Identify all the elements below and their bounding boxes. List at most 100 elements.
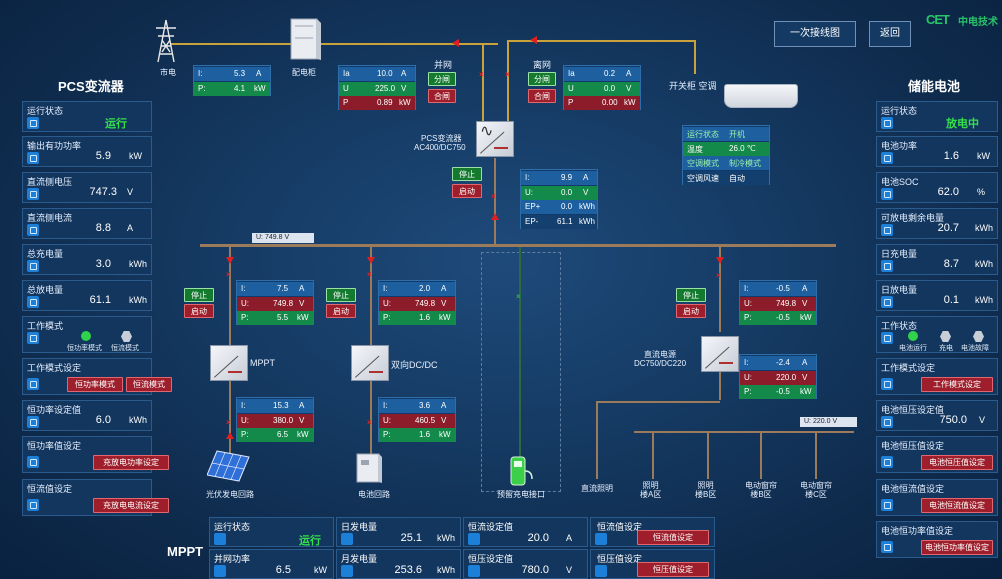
- mppt-start-button[interactable]: 启动: [184, 304, 214, 318]
- bidc-label: 双向DC/DC: [391, 360, 438, 370]
- grid-open-button[interactable]: 分闸: [428, 72, 456, 86]
- mppt-bottom-title: MPPT: [167, 544, 204, 559]
- info-icon: [881, 152, 893, 164]
- solar-panel-icon: [207, 450, 250, 482]
- mppt-month-gen-card: 月发电量 253.6 kWh: [336, 549, 461, 579]
- info-icon: [27, 117, 39, 129]
- pcs-start-button[interactable]: 启动: [452, 184, 482, 198]
- flow-arrow-icon: [226, 257, 234, 264]
- load-wire: [652, 431, 654, 479]
- switch-icon: ×: [226, 270, 231, 279]
- battery-cp-set-button[interactable]: 电池恒功率值设定: [921, 540, 993, 555]
- info-icon: [881, 456, 893, 468]
- status-lamp-gray: [940, 331, 951, 342]
- grid-wire: [694, 40, 696, 74]
- bidc-converter-icon: [351, 345, 389, 381]
- pcs-status-card: 运行状态 运行: [22, 101, 152, 132]
- status-lamp-gray: [121, 331, 132, 342]
- charge-power-set-button[interactable]: 充放电功率设定: [93, 455, 169, 470]
- battery-cc-set-card: 电池恒流值设定 电池恒流值设定: [876, 479, 998, 516]
- dcpower-wire: [719, 372, 721, 400]
- mppt-stop-button[interactable]: 停止: [184, 288, 214, 302]
- pcs-spec-label: AC400/DC750: [414, 143, 466, 152]
- distribution-cabinet-label: 配电柜: [292, 68, 316, 77]
- info-icon: [341, 533, 353, 545]
- pcs-const-current-set-card: 恒流值设定 充放电电流设定: [22, 479, 169, 516]
- info-icon: [27, 499, 39, 511]
- info-icon: [27, 188, 39, 200]
- mppt-cc-card: 恒流设定值 20.0 A: [463, 517, 588, 547]
- dcpower-wire: [719, 247, 721, 332]
- pcs-work-mode-set-card: 工作模式设定 恒功率模式 恒流模式: [22, 358, 172, 395]
- switch-icon: ×: [716, 271, 721, 280]
- ev-reserved-label: 预留充电接口: [497, 490, 545, 499]
- info-icon: [468, 565, 480, 577]
- battery-cp-set-card: 电池恒功率值设定 电池恒功率值设定: [876, 521, 998, 558]
- flow-arrow-icon: [491, 213, 499, 220]
- mppt-cv-set-button[interactable]: 恒压值设定: [637, 562, 709, 577]
- pcs-panel-title: PCS变流器: [58, 79, 124, 94]
- info-icon: [595, 565, 607, 577]
- back-button[interactable]: 返回: [869, 21, 911, 47]
- flow-arrow-icon: [716, 257, 724, 264]
- battery-mode-set-card: 工作模式设定 工作模式设定: [876, 358, 998, 395]
- work-mode-set-button[interactable]: 工作模式设定: [921, 377, 993, 392]
- info-icon: [27, 332, 39, 344]
- const-current-mode-button[interactable]: 恒流模式: [126, 377, 172, 392]
- bidc-stop-button[interactable]: 停止: [326, 288, 356, 302]
- flow-arrow-icon: [452, 39, 459, 47]
- charge-current-set-button[interactable]: 充放电电流设定: [93, 498, 169, 513]
- const-power-mode-button[interactable]: 恒功率模式: [67, 377, 123, 392]
- mppt-cv-set-card: 恒压值设定 恒压值设定: [590, 549, 715, 579]
- bidc-start-button[interactable]: 启动: [326, 304, 356, 318]
- off-grid-title: 离网: [533, 60, 552, 70]
- grid-close-button[interactable]: 合闸: [428, 89, 456, 103]
- info-icon: [27, 296, 39, 308]
- battery-status-card: 运行状态 放电中: [876, 101, 998, 132]
- battery-cc-set-button[interactable]: 电池恒流值设定: [921, 498, 993, 513]
- mppt-status-card: 运行状态 运行: [209, 517, 334, 547]
- off-grid-open-button[interactable]: 分闸: [528, 72, 556, 86]
- info-icon: [27, 260, 39, 272]
- off-grid-close-button[interactable]: 合闸: [528, 89, 556, 103]
- ev-wire: [519, 247, 521, 457]
- battery-cabinet-icon: [356, 453, 382, 483]
- load-bus-voltage-label: U: 220.0 V: [800, 417, 857, 427]
- info-icon: [881, 378, 893, 390]
- pcs-stop-button[interactable]: 停止: [452, 167, 482, 181]
- info-icon: [27, 456, 39, 468]
- info-icon: [881, 541, 893, 553]
- info-icon: [881, 416, 893, 428]
- battery-cv-set-button[interactable]: 电池恒压值设定: [921, 455, 993, 470]
- one-line-diagram-button[interactable]: 一次接线图: [774, 21, 856, 47]
- load-wire: [760, 431, 762, 479]
- dc-bus-bar: [200, 244, 836, 247]
- mppt-cc-set-card: 恒流值设定 恒流值设定: [590, 517, 715, 547]
- ev-reserved-box: [481, 252, 561, 492]
- load-label: 电动窗帘 楼B区: [745, 481, 777, 499]
- info-icon: [27, 152, 39, 164]
- load-label: 照明 楼A区: [640, 481, 662, 499]
- status-lamp-green: [908, 331, 918, 341]
- mppt-cc-set-button[interactable]: 恒流值设定: [637, 530, 709, 545]
- pcs-converter-icon: [476, 121, 514, 157]
- flow-arrow-icon: [530, 36, 537, 44]
- grid-wire: [507, 40, 509, 122]
- load-label: 电动窗帘 楼C区: [800, 481, 832, 499]
- dcpower-stop-button[interactable]: 停止: [676, 288, 706, 302]
- dcpower-start-button[interactable]: 启动: [676, 304, 706, 318]
- load-bus: [634, 431, 854, 433]
